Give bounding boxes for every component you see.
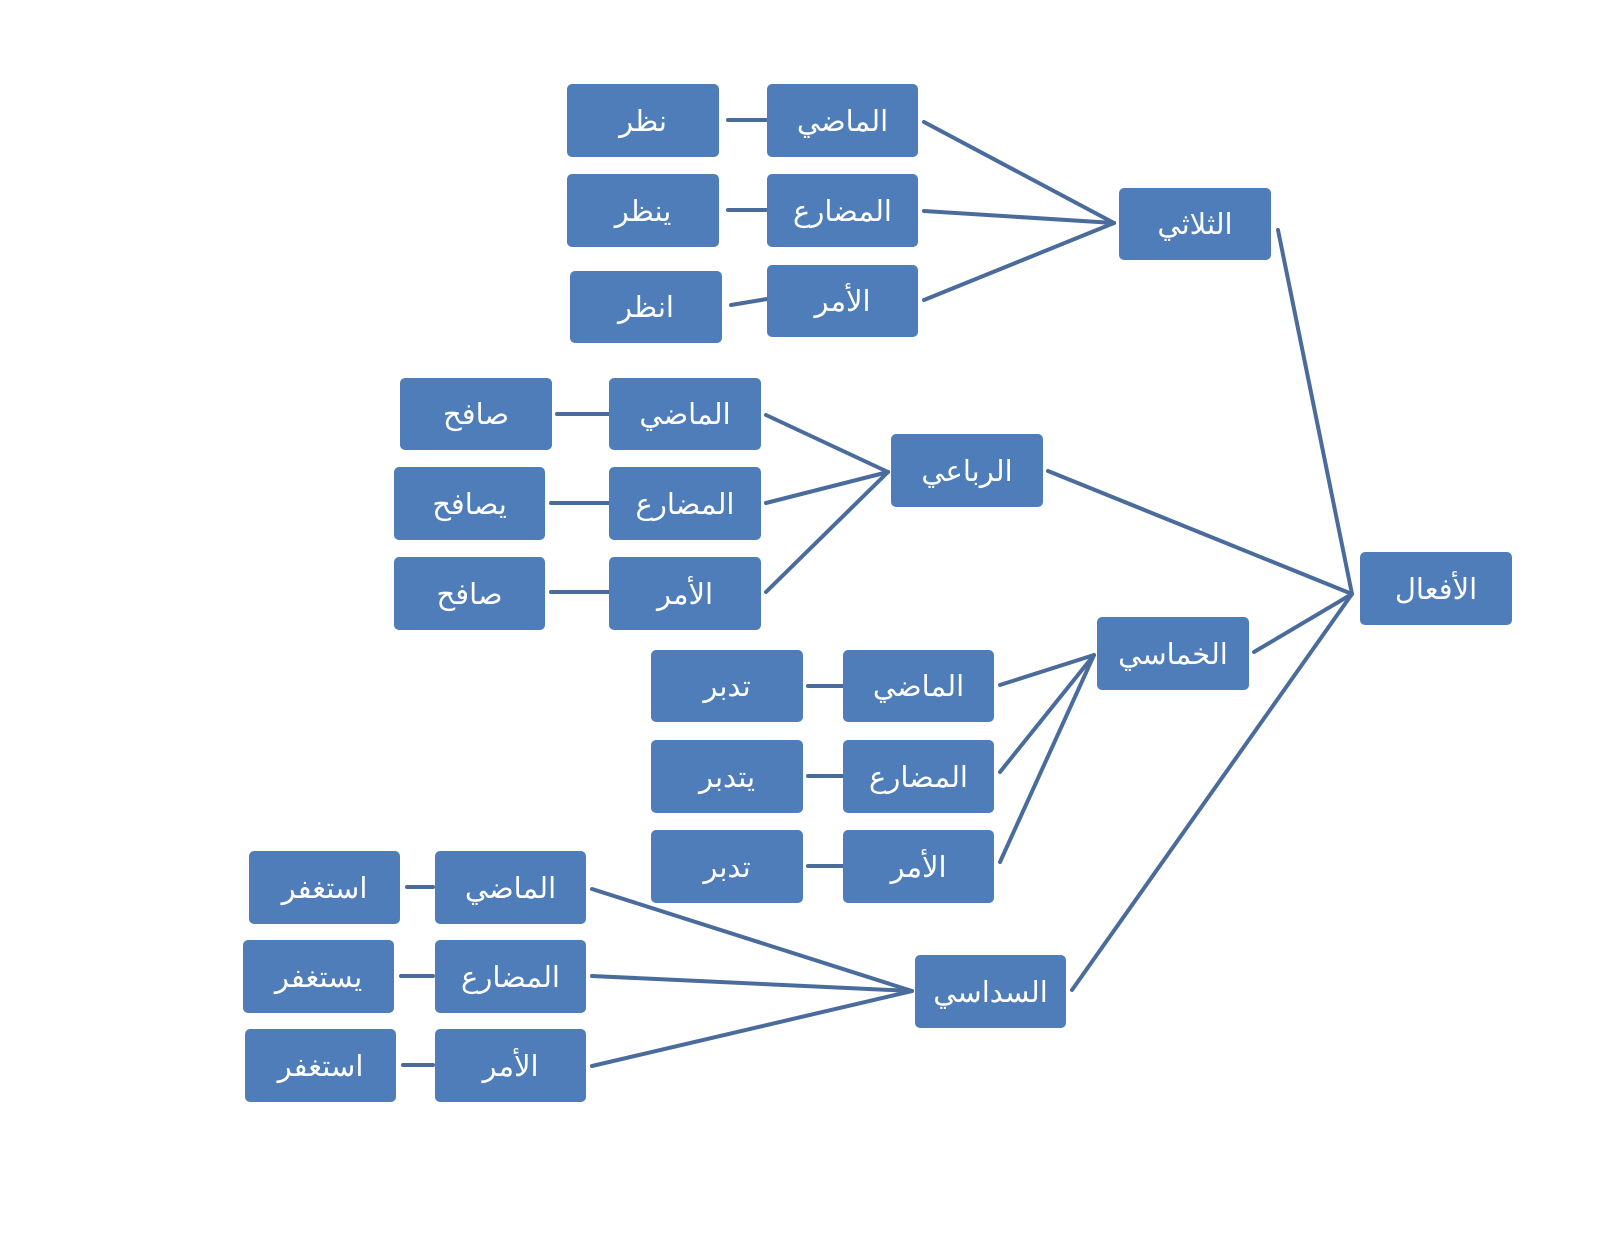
connector-rubai-mudari <box>764 470 890 505</box>
tense-node-amr: الأمر <box>435 1029 586 1102</box>
tense-node-madi: الماضي <box>843 650 994 722</box>
connector-root-rubai <box>1046 469 1354 596</box>
connector-sudasi-amr <box>590 989 914 1068</box>
example-node: صافح <box>394 557 545 630</box>
connector-rubai-madi <box>764 413 890 474</box>
group-node-sudasi: السداسي <box>915 955 1066 1028</box>
tense-node-mudari: المضارع <box>609 467 761 540</box>
group-node-khumasi: الخماسي <box>1097 617 1249 690</box>
tense-node-mudari: المضارع <box>435 940 586 1013</box>
example-node: يتدبر <box>651 740 803 813</box>
tense-node-amr: الأمر <box>609 557 761 630</box>
example-node: انظر <box>570 271 722 343</box>
connector-khumasi-madi <box>998 653 1096 687</box>
connector-thulathi-madi <box>922 120 1116 225</box>
example-node: يصافح <box>394 467 545 540</box>
example-node: استغفر <box>245 1029 396 1102</box>
connector-khumasi-mudari <box>998 653 1096 774</box>
example-node: تدبر <box>651 830 803 903</box>
connector-thulathi-amr <box>922 221 1116 302</box>
tense-node-mudari: المضارع <box>767 174 918 247</box>
tense-node-amr: الأمر <box>843 830 994 903</box>
connector-sudasi-mudari <box>590 974 914 993</box>
tense-node-madi: الماضي <box>609 378 761 450</box>
example-node: ينظر <box>567 174 719 247</box>
tense-node-madi: الماضي <box>435 851 586 924</box>
example-node: تدبر <box>651 650 803 722</box>
group-node-rubai: الرباعي <box>891 434 1043 507</box>
connector-root-khumasi <box>1252 592 1354 654</box>
connector-khumasi-amr <box>998 653 1096 864</box>
root-node: الأفعال <box>1360 552 1512 625</box>
connector-sudasi-madi <box>590 887 914 993</box>
tense-node-amr: الأمر <box>767 265 918 337</box>
example-node: يستغفر <box>243 940 394 1013</box>
tense-node-mudari: المضارع <box>843 740 994 813</box>
example-node: صافح <box>400 378 552 450</box>
connector-thulathi-amr-ex <box>729 297 769 307</box>
connector-root-sudasi <box>1070 592 1354 992</box>
tense-node-madi: الماضي <box>767 84 918 157</box>
example-node: استغفر <box>249 851 400 924</box>
group-node-thulathi: الثلاثي <box>1119 188 1271 260</box>
connector-thulathi-mudari <box>922 209 1116 225</box>
connector-root-thulathi <box>1276 228 1354 596</box>
connector-rubai-amr <box>764 470 890 594</box>
example-node: نظر <box>567 84 719 157</box>
